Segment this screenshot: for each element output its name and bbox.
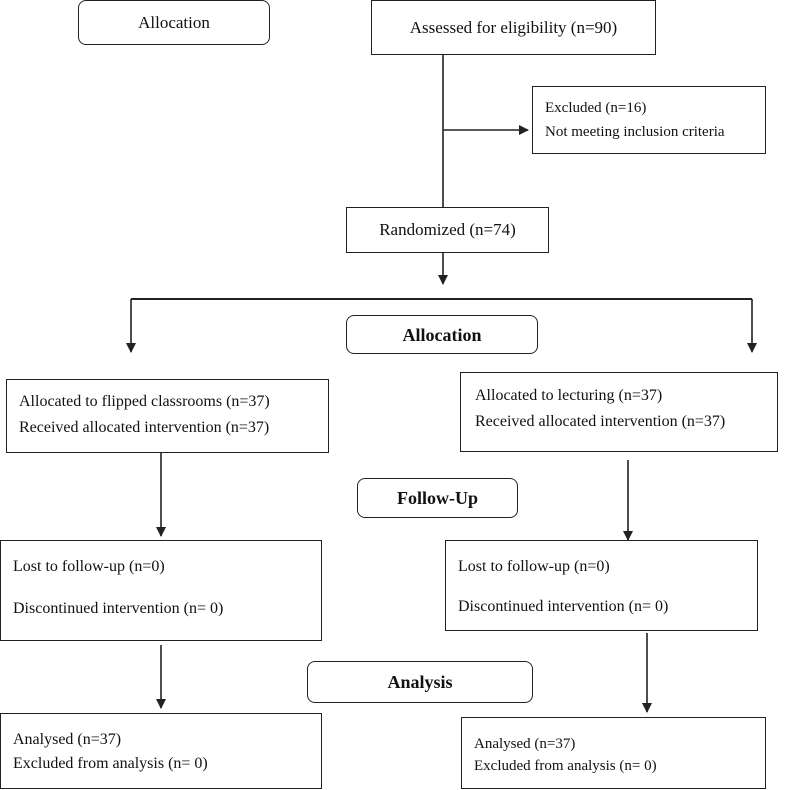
right-allocated-line2: Received allocated intervention (n=37) bbox=[475, 413, 726, 430]
right-allocated-line1: Allocated to lecturing (n=37) bbox=[475, 387, 663, 404]
randomized-label: Randomized (n=74) bbox=[379, 220, 516, 239]
left-analysed: Analysed (n=37) bbox=[13, 731, 122, 748]
right-allocated-box: Allocated to lecturing (n=37) Received a… bbox=[460, 372, 778, 452]
left-followup-box: Lost to follow-up (n=0) Discontinued int… bbox=[0, 540, 322, 641]
right-followup-box: Lost to follow-up (n=0) Discontinued int… bbox=[445, 540, 758, 631]
left-analysis-box: Analysed (n=37) Excluded from analysis (… bbox=[0, 713, 322, 789]
header-analysis-label: Analysis bbox=[387, 672, 453, 692]
header-top-left: Allocation bbox=[78, 0, 270, 45]
excluded-line2: Not meeting inclusion criteria bbox=[545, 124, 725, 140]
excluded-box: Excluded (n=16) Not meeting inclusion cr… bbox=[532, 86, 766, 154]
header-allocation: Allocation bbox=[346, 315, 538, 354]
left-allocated-box: Allocated to flipped classrooms (n=37) R… bbox=[6, 379, 329, 453]
assessed-box: Assessed for eligibility (n=90) bbox=[371, 0, 656, 55]
right-analysed: Analysed (n=37) bbox=[474, 736, 576, 752]
right-discontinued: Discontinued intervention (n= 0) bbox=[458, 598, 669, 615]
right-analysis-box: Analysed (n=37) Excluded from analysis (… bbox=[461, 717, 766, 789]
excluded-line1: Excluded (n=16) bbox=[545, 100, 647, 116]
left-excluded-analysis: Excluded from analysis (n= 0) bbox=[13, 755, 208, 772]
right-lost: Lost to follow-up (n=0) bbox=[458, 558, 610, 575]
header-top-left-label: Allocation bbox=[138, 12, 210, 32]
left-lost: Lost to follow-up (n=0) bbox=[13, 558, 165, 575]
left-allocated-line1: Allocated to flipped classrooms (n=37) bbox=[19, 393, 270, 410]
header-follow-up-label: Follow-Up bbox=[397, 488, 478, 508]
assessed-label: Assessed for eligibility (n=90) bbox=[409, 17, 618, 37]
left-discontinued: Discontinued intervention (n= 0) bbox=[13, 600, 224, 617]
right-excluded-analysis: Excluded from analysis (n= 0) bbox=[474, 758, 657, 774]
left-allocated-line2: Received allocated intervention (n=37) bbox=[19, 419, 270, 436]
header-follow-up: Follow-Up bbox=[357, 478, 518, 518]
header-analysis: Analysis bbox=[307, 661, 533, 703]
randomized-box: Randomized (n=74) bbox=[346, 207, 549, 253]
header-allocation-label: Allocation bbox=[402, 324, 482, 345]
